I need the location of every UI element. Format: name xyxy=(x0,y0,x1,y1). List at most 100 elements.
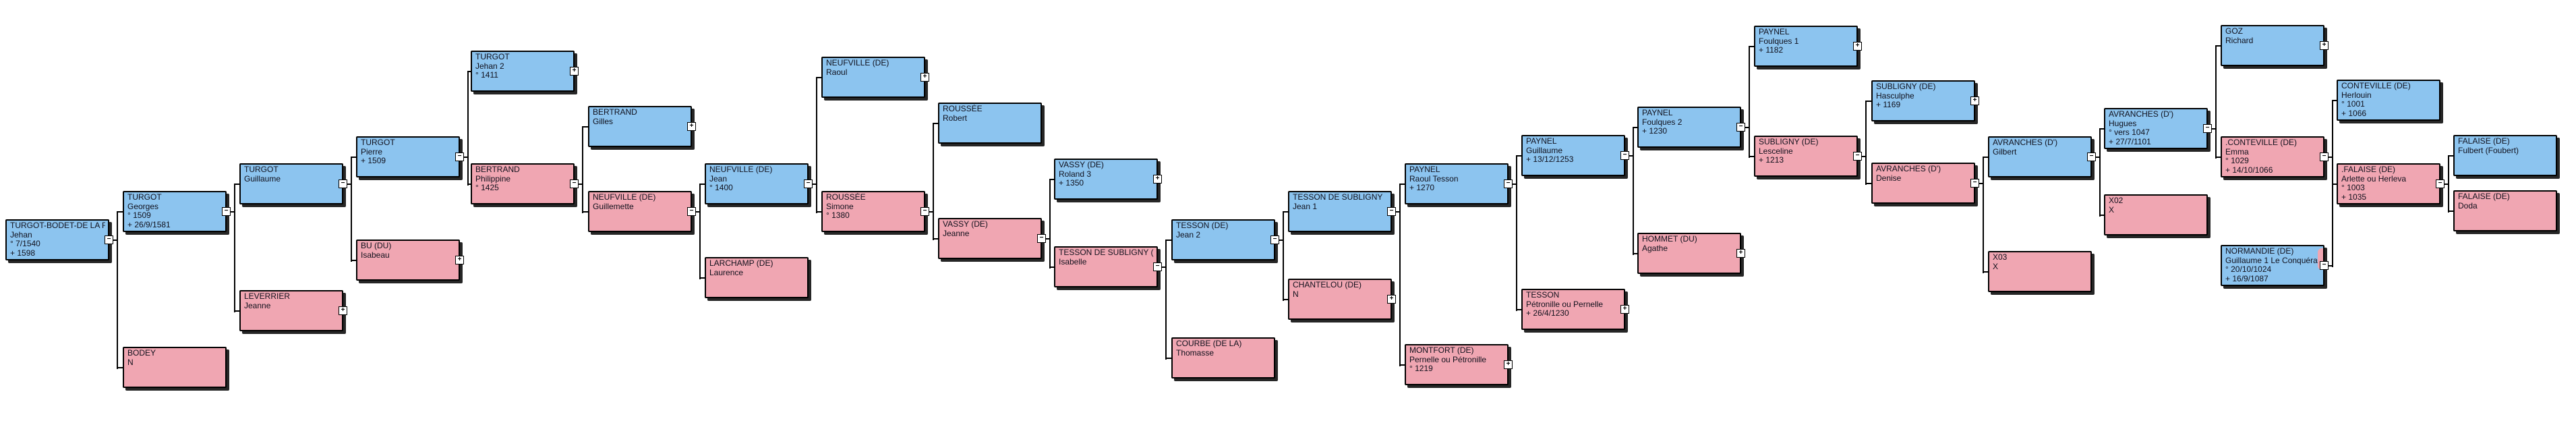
person-box[interactable]: FALAISE (DE)Doda xyxy=(2453,190,2557,231)
person-birth-date: ° 20/10/1024 xyxy=(2225,265,2272,274)
collapse-toggle-icon[interactable]: − xyxy=(1153,262,1162,271)
person-surname: X03 xyxy=(1993,253,2008,262)
collapse-toggle-icon[interactable]: − xyxy=(1620,151,1629,160)
person-box[interactable]: TESSON DE SUBLIGNY (DE)Isabelle xyxy=(1054,246,1158,287)
collapse-toggle-icon[interactable]: − xyxy=(339,179,347,188)
collapse-toggle-icon[interactable]: − xyxy=(1970,179,1979,188)
person-box[interactable]: SUBLIGNY (DE)Hasculphe+ 1169 xyxy=(1871,80,1975,121)
connector-father-stub xyxy=(1516,155,1523,157)
person-box[interactable]: CONTEVILLE (DE)Herlouin° 1001+ 1066 xyxy=(2337,80,2440,121)
expand-toggle-icon[interactable]: + xyxy=(1853,42,1862,51)
person-given-name: X xyxy=(2109,205,2115,215)
person-box[interactable]: LARCHAMP (DE)Laurence xyxy=(705,257,809,298)
person-box[interactable]: AVRANCHES (D')Hugues° vers 1047+ 27/7/11… xyxy=(2104,108,2208,149)
person-box[interactable]: FALAISE (DE)Fulbert (Foubert) xyxy=(2453,135,2557,176)
person-box[interactable]: CHANTELOU (DE)N xyxy=(1288,279,1392,320)
person-box[interactable]: TESSON (DE)Jean 2 xyxy=(1171,219,1275,260)
connector-vertical xyxy=(816,78,817,213)
person-given-name: Jean xyxy=(709,174,728,184)
person-box[interactable]: NEUFVILLE (DE)Jean° 1400 xyxy=(705,163,809,204)
person-box[interactable]: .CONTEVILLE (DE)Emma° 1029+ 14/10/1066 xyxy=(2221,136,2324,177)
collapse-toggle-icon[interactable]: − xyxy=(1736,123,1745,132)
person-box[interactable]: .FALAISE (DE)Arlette ou Herleva° 1003+ 1… xyxy=(2337,163,2440,204)
expand-toggle-icon[interactable]: + xyxy=(1620,305,1629,314)
collapse-toggle-icon[interactable]: − xyxy=(920,207,929,216)
collapse-toggle-icon[interactable]: − xyxy=(2087,152,2096,161)
person-box[interactable]: AVRANCHES (D')Gilbert xyxy=(1988,136,2092,177)
person-death-date: + 1182 xyxy=(1759,46,1784,55)
expand-toggle-icon[interactable]: + xyxy=(1736,249,1745,258)
collapse-toggle-icon[interactable]: − xyxy=(2203,124,2212,133)
person-given-name: Guillaume xyxy=(244,174,281,184)
collapse-toggle-icon[interactable]: − xyxy=(570,179,579,188)
collapse-toggle-icon[interactable]: − xyxy=(1853,152,1862,161)
person-given-name: Robert xyxy=(943,113,968,123)
expand-toggle-icon[interactable]: + xyxy=(920,73,929,82)
person-box[interactable]: NEUFVILLE (DE)Guillemette xyxy=(588,191,692,232)
collapse-toggle-icon[interactable]: − xyxy=(455,152,464,161)
person-box[interactable]: SUBLIGNY (DE)Lesceline+ 1213 xyxy=(1754,136,1858,177)
collapse-toggle-icon[interactable]: − xyxy=(687,207,696,216)
expand-toggle-icon[interactable]: + xyxy=(455,256,464,264)
person-box[interactable]: COURBE (DE LA)Thomasse xyxy=(1171,337,1275,378)
connector-vertical xyxy=(234,184,235,312)
collapse-toggle-icon[interactable]: − xyxy=(2436,179,2445,188)
expand-toggle-icon[interactable]: + xyxy=(570,67,579,76)
connector-vertical xyxy=(1399,184,1401,366)
connector-mother-stub xyxy=(699,277,706,279)
collapse-toggle-icon[interactable]: − xyxy=(2320,152,2329,161)
connector-vertical xyxy=(2215,46,2217,159)
expand-toggle-icon[interactable]: + xyxy=(1153,175,1162,184)
connector-father-stub xyxy=(1983,157,1989,158)
collapse-toggle-icon[interactable]: − xyxy=(105,235,113,244)
expand-toggle-icon[interactable]: + xyxy=(1387,295,1396,304)
person-box[interactable]: VASSY (DE)Roland 3+ 1350 xyxy=(1054,159,1158,200)
expand-toggle-icon[interactable]: + xyxy=(1504,360,1513,369)
person-surname: PAYNEL xyxy=(1759,28,1790,36)
expand-toggle-icon[interactable]: + xyxy=(2320,41,2329,50)
connector-mother-stub xyxy=(1399,364,1406,366)
person-box[interactable]: MONTFORT (DE)Pernelle ou Pétronille° 121… xyxy=(1405,344,1509,385)
collapse-toggle-icon[interactable]: − xyxy=(1037,234,1046,243)
person-surname: NEUFVILLE (DE) xyxy=(593,193,656,202)
person-box[interactable]: BU (DU)Isabeau xyxy=(356,240,460,281)
person-box[interactable]: NEUFVILLE (DE)Raoul xyxy=(821,57,925,98)
person-box[interactable]: NORMANDIE (DE)Guillaume 1 Le Conquérant°… xyxy=(2221,245,2324,286)
person-given-name: Philippine xyxy=(475,174,511,184)
collapse-toggle-icon[interactable]: − xyxy=(1270,235,1279,244)
expand-toggle-icon[interactable]: + xyxy=(1970,96,1979,105)
person-death-date: + 16/9/1087 xyxy=(2225,274,2268,283)
collapse-toggle-icon[interactable]: − xyxy=(1387,207,1396,216)
person-box[interactable]: AVRANCHES (D')Denise xyxy=(1871,163,1975,204)
collapse-toggle-icon[interactable]: − xyxy=(804,179,813,188)
person-box[interactable]: VASSY (DE)Jeanne xyxy=(938,218,1042,259)
collapse-toggle-icon[interactable]: − xyxy=(1504,179,1513,188)
collapse-toggle-icon[interactable]: − xyxy=(222,207,231,216)
person-box[interactable]: HOMMET (DU)Agathe xyxy=(1637,233,1741,274)
expand-toggle-icon[interactable]: + xyxy=(339,306,347,315)
connector-father-stub xyxy=(467,71,472,72)
connector-father-stub xyxy=(816,77,823,78)
expand-toggle-icon[interactable]: + xyxy=(687,122,696,131)
collapse-toggle-icon[interactable]: − xyxy=(2320,261,2329,270)
